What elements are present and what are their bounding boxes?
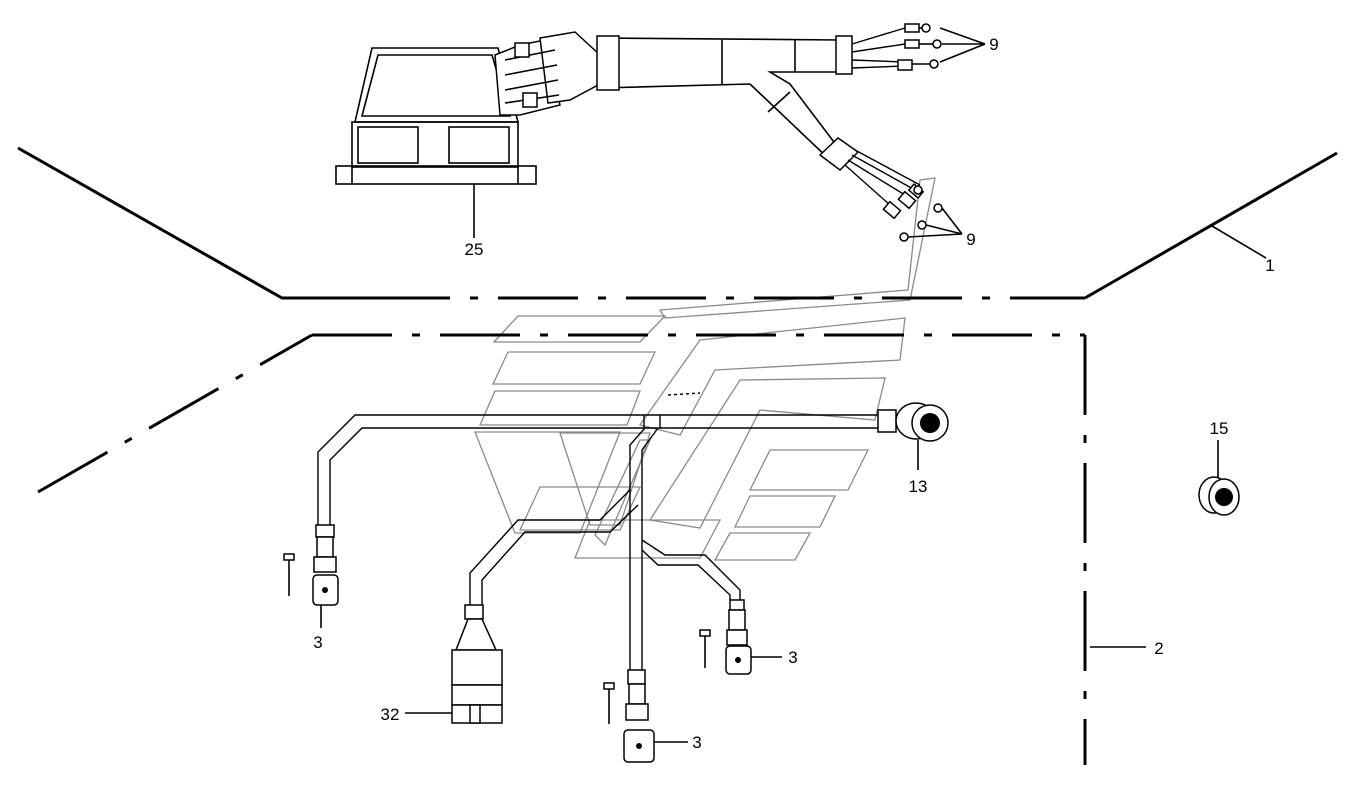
main-harness xyxy=(317,392,882,670)
sensor-connector-3-left xyxy=(283,524,339,628)
sensor-connector-3-bottom xyxy=(603,669,688,763)
ecu-module xyxy=(335,47,537,238)
callout-3-bottom: 3 xyxy=(692,733,701,752)
callout-13: 13 xyxy=(909,477,928,496)
cab-outline-part-1 xyxy=(17,146,1338,300)
callout-9-lower: 9 xyxy=(966,230,975,249)
lower-ring-terminals xyxy=(844,149,963,242)
upper-ring-terminals xyxy=(851,23,986,71)
round-connector-15 xyxy=(1198,440,1240,516)
multi-pin-connector-32 xyxy=(405,604,503,724)
callout-3-right: 3 xyxy=(788,648,797,667)
watermark-logo xyxy=(474,177,936,561)
callout-15: 15 xyxy=(1210,419,1229,438)
callout-25: 25 xyxy=(465,240,484,259)
ecu-harness-plug xyxy=(494,31,601,116)
round-connector-13 xyxy=(877,402,949,470)
cab-outline-part-2 xyxy=(37,333,1146,765)
callout-2: 2 xyxy=(1154,639,1163,658)
ecu-main-cable xyxy=(596,35,860,171)
callout-3-left: 3 xyxy=(313,633,322,652)
callout-9-upper: 9 xyxy=(989,35,998,54)
sensor-connector-3-right xyxy=(699,599,782,675)
callout-1: 1 xyxy=(1265,256,1274,275)
callout-32: 32 xyxy=(381,705,400,724)
